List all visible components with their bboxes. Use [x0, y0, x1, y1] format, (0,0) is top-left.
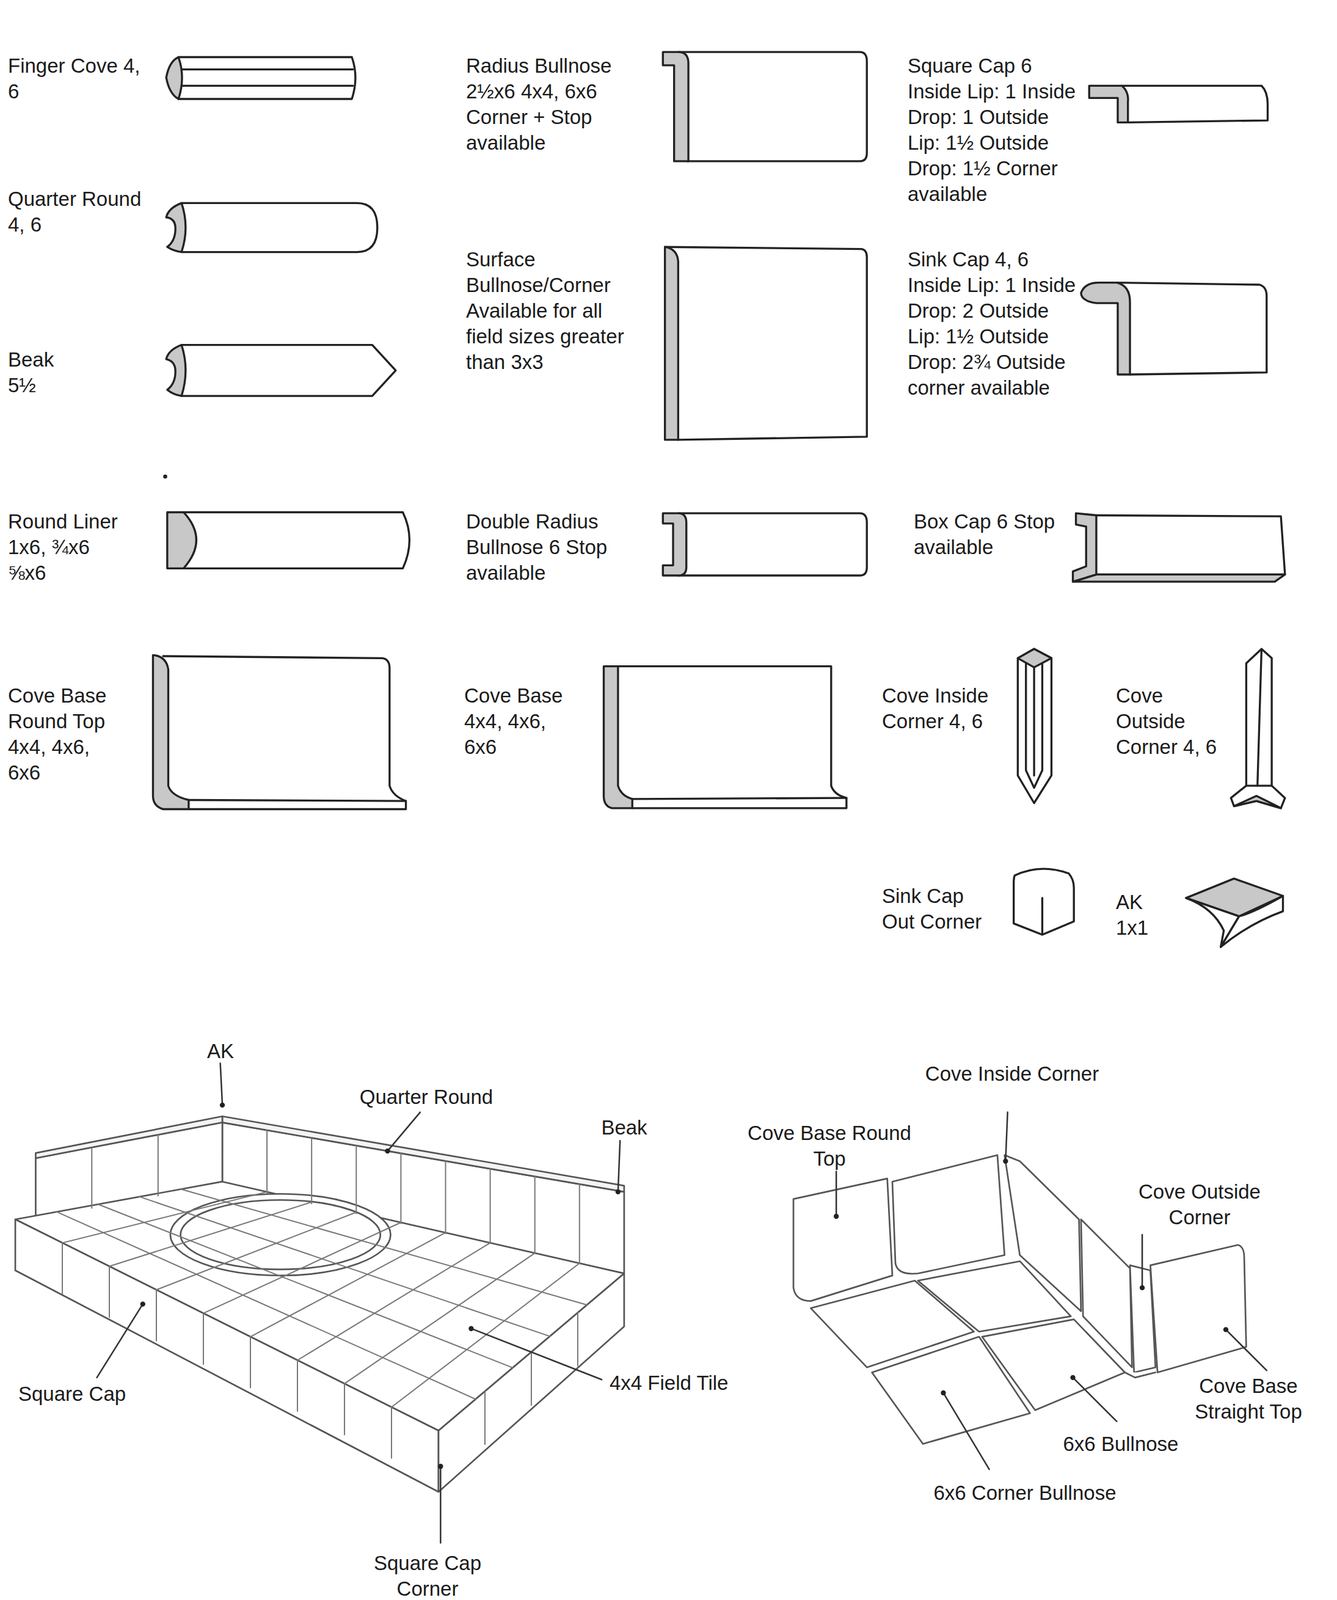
cove-base-drawing	[603, 666, 846, 809]
part-label: Cove Base 4x4, 4x6, 6x6	[464, 682, 572, 760]
part-label: Quarter Round 4, 6	[7, 186, 155, 238]
part-label: Surface Bullnose/Corner Available for al…	[466, 246, 638, 376]
tile-joint	[202, 1313, 205, 1365]
tile-joint	[180, 1189, 587, 1305]
part-label: Radius Bullnose 2½x6 4x4, 6x6 Corner + S…	[466, 53, 644, 156]
tile-joint	[157, 1134, 159, 1196]
part-label: 6x6 Corner Bullnose	[933, 1479, 1117, 1506]
square-cap-drawing	[1089, 85, 1268, 123]
part-label: 4x4 Field Tile	[609, 1369, 793, 1396]
tile-joint	[534, 1176, 536, 1254]
part-label: 6x6 Bullnose	[1029, 1431, 1213, 1457]
part-label: Sink Cap 4, 6 Inside Lip: 1 Inside Drop:…	[907, 246, 1085, 401]
double-radius-bullnose-drawing	[662, 513, 867, 576]
finger-cove-drawing	[166, 57, 356, 99]
beak-drawing	[166, 345, 396, 397]
tile-joint	[249, 1336, 252, 1388]
cove-inside-corner-drawing	[1017, 648, 1052, 803]
countertop-illustration	[15, 1115, 625, 1492]
part-label: Round Liner 1x6, ¾x6 ⅝x6	[7, 508, 131, 586]
part-label: Finger Cove 4, 6	[7, 53, 149, 105]
tile-joint	[579, 1183, 581, 1264]
surface-bullnose-drawing	[665, 246, 868, 440]
tile-joint	[310, 1137, 313, 1204]
tile-joint	[156, 1211, 357, 1290]
tile-joint	[344, 1252, 536, 1384]
quarter-round-drawing	[166, 202, 378, 252]
tile-joint	[91, 1147, 93, 1209]
cove-base-round-top-drawing	[152, 654, 406, 809]
tile-joint	[61, 1242, 63, 1294]
part-label: AK 1x1	[1115, 889, 1165, 941]
tile-joint	[250, 1232, 446, 1337]
tile-joint	[400, 1153, 402, 1224]
part-label: AK	[159, 1038, 282, 1064]
tile-joint	[139, 1196, 550, 1336]
part-label: Cove Outside Corner	[1107, 1178, 1292, 1231]
part-label: Square Cap	[18, 1380, 190, 1407]
part-label: Cove Outside Corner 4, 6	[1115, 682, 1220, 760]
part-label: Sink Cap Out Corner	[881, 883, 992, 935]
tile-joint	[155, 1289, 157, 1341]
part-label: Quarter Round	[316, 1084, 537, 1110]
part-label: Cove Inside Corner	[920, 1060, 1104, 1087]
part-label: Beak	[563, 1114, 686, 1141]
box-cap-drawing	[1073, 513, 1286, 582]
tile-joint	[355, 1145, 357, 1214]
tile-joint	[390, 1406, 393, 1458]
part-label: Cove Base Round Top 4x4, 4x6, 6x6	[7, 682, 115, 786]
tile-joint	[108, 1266, 110, 1318]
part-label: Square Cap 6 Inside Lip: 1 Inside Drop: …	[907, 53, 1085, 208]
part-label: Beak 5½	[7, 346, 76, 399]
cove-outside-corner-drawing	[1230, 648, 1285, 809]
part-label: Square Cap Corner	[354, 1550, 501, 1600]
sink-cap-drawing	[1081, 282, 1267, 375]
leader-lines	[97, 1062, 1267, 1543]
part-label: Cove Base Straight Top	[1162, 1373, 1334, 1425]
radius-bullnose-drawing	[662, 51, 867, 162]
tile-joint	[391, 1263, 580, 1408]
tile-joint	[203, 1222, 401, 1314]
sink-cap-out-corner-drawing	[1013, 868, 1075, 935]
tile-joint	[62, 1191, 267, 1243]
tile-joint	[577, 1312, 579, 1366]
tile-joint	[489, 1168, 492, 1243]
tile-joint	[109, 1202, 312, 1267]
tile-joint	[266, 1129, 268, 1194]
part-label: Cove Base Round Top	[737, 1120, 922, 1172]
tile-joint	[343, 1383, 346, 1435]
tile-joint	[296, 1359, 299, 1411]
part-label: Double Radius Bullnose 6 Stop available	[466, 508, 644, 586]
tile-joint	[484, 1390, 486, 1444]
round-liner-drawing	[167, 511, 410, 569]
tile-joint	[444, 1160, 446, 1234]
part-label: Box Cap 6 Stop available	[913, 508, 1061, 561]
tile-joint	[98, 1203, 514, 1368]
ak-drawing	[1186, 878, 1284, 947]
part-label: Cove Inside Corner 4, 6	[881, 682, 1005, 735]
tile-joint	[530, 1351, 532, 1405]
